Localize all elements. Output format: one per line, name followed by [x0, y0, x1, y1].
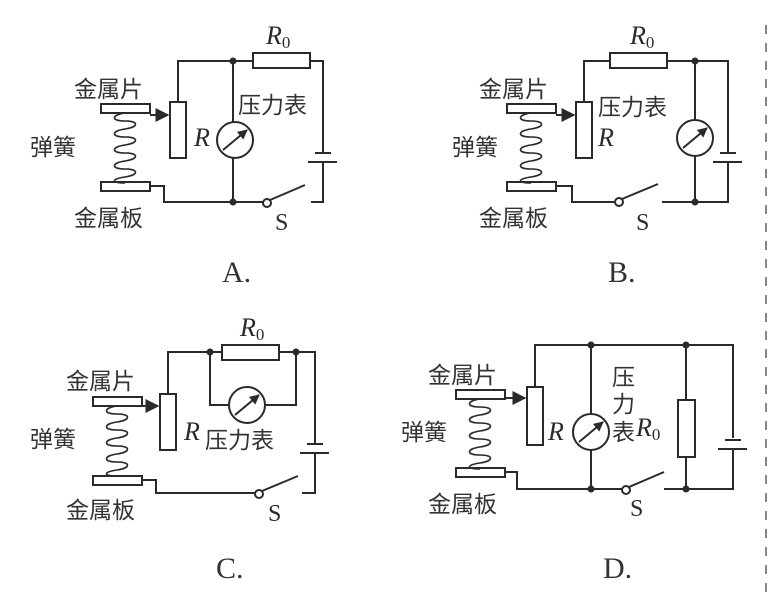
junction-dot: [587, 341, 595, 349]
resistor-r0: [221, 344, 280, 361]
svg-text:力: 力: [612, 392, 635, 418]
metal-plate: [506, 181, 557, 192]
resistor-r0: [609, 52, 668, 69]
circuit-option-a[interactable]: 金属片 弹簧 金属板 R0 R 压力表 S A.: [30, 21, 337, 289]
wire: [167, 351, 222, 394]
meter-needle-icon: [234, 394, 260, 416]
label-metal-plate: 金属板: [74, 206, 143, 232]
label-switch: S: [630, 496, 643, 522]
metal-sheet: [455, 389, 506, 400]
wire: [662, 162, 729, 203]
label-metal-plate: 金属板: [479, 206, 548, 232]
junction-dot: [229, 198, 237, 206]
spring-coil: [105, 405, 129, 477]
resistor-r0: [252, 52, 311, 69]
wire: [311, 162, 324, 203]
junction-dot: [587, 485, 595, 493]
label-metal-sheet: 金属片: [66, 369, 135, 395]
label-spring: 弹簧: [30, 427, 76, 453]
switch-blade[interactable]: [628, 471, 665, 488]
junction-dot: [206, 348, 214, 356]
metal-plate: [455, 467, 506, 478]
junction-dot: [682, 485, 690, 493]
wire: [302, 453, 316, 494]
switch-pivot: [262, 198, 272, 208]
rheostat-r: [169, 101, 187, 159]
label-r0: R0: [635, 413, 660, 444]
metal-sheet: [100, 103, 151, 114]
wire: [664, 449, 734, 490]
switch-blade[interactable]: [269, 184, 306, 201]
label-switch: S: [636, 210, 649, 236]
wire: [667, 60, 729, 152]
switch-pivot: [614, 197, 624, 207]
junction-dot: [682, 341, 690, 349]
switch-blade[interactable]: [261, 475, 299, 492]
rheostat-r: [526, 386, 544, 446]
wire: [142, 479, 255, 494]
option-label-c[interactable]: C.: [216, 552, 244, 585]
label-r0: R0: [265, 21, 290, 52]
wire: [556, 185, 614, 203]
label-spring: 弹簧: [452, 135, 498, 161]
resistor-r0: [677, 399, 696, 458]
label-pressure-meter: 压 力 表: [612, 365, 635, 446]
wire: [209, 352, 229, 406]
junction-dot: [691, 57, 699, 65]
label-r0: R0: [239, 313, 264, 344]
spring-coil: [519, 112, 543, 184]
label-pressure-meter: 压力表: [598, 95, 667, 121]
label-r: R: [597, 123, 614, 152]
rheostat-r: [159, 393, 177, 451]
label-metal-plate: 金属板: [428, 492, 497, 518]
spring-coil: [468, 398, 492, 470]
circuit-option-b[interactable]: 金属片 弹簧 金属板 R0 R 压力表 S B.: [452, 21, 742, 289]
rheostat-r: [575, 101, 593, 159]
label-spring: 弹簧: [401, 420, 447, 446]
junction-dot: [292, 348, 300, 356]
junction-dot: [691, 198, 699, 206]
wire: [177, 60, 253, 102]
label-metal-sheet: 金属片: [479, 77, 548, 103]
wire: [265, 352, 297, 406]
wire: [505, 471, 622, 490]
switch-pivot: [621, 485, 631, 495]
option-label-d[interactable]: D.: [603, 552, 632, 585]
label-switch: S: [275, 210, 288, 236]
wire: [279, 351, 316, 443]
label-spring: 弹簧: [30, 135, 76, 161]
meter-needle-icon: [578, 421, 604, 443]
wire: [583, 60, 610, 102]
metal-plate: [100, 181, 151, 192]
metal-sheet: [92, 396, 143, 407]
option-label-a[interactable]: A.: [222, 256, 251, 289]
label-pressure-meter: 压力表: [205, 428, 274, 454]
label-metal-sheet: 金属片: [428, 363, 497, 389]
metal-sheet: [506, 103, 557, 114]
label-r: R: [193, 123, 210, 152]
circuit-option-c[interactable]: 金属片 弹簧 金属板 R0 R 压力表 S C.: [30, 313, 329, 585]
switch-blade[interactable]: [621, 183, 659, 200]
label-pressure-meter: 压力表: [238, 93, 307, 119]
circuit-option-d[interactable]: 金属片 弹簧 金属板 R 压 力 表 R0 S: [401, 341, 747, 586]
switch-pivot: [254, 489, 264, 499]
spring-coil: [113, 112, 137, 184]
wire: [534, 344, 734, 438]
wire: [310, 60, 324, 152]
meter-needle-icon: [682, 127, 708, 149]
label-metal-sheet: 金属片: [74, 77, 143, 103]
metal-plate: [92, 475, 143, 486]
label-r: R: [547, 417, 564, 446]
label-r0: R0: [629, 21, 654, 52]
junction-dot: [229, 57, 237, 65]
label-switch: S: [268, 501, 281, 527]
label-r: R: [183, 417, 200, 446]
wire: [150, 185, 263, 203]
svg-text:表: 表: [612, 420, 635, 446]
svg-text:压: 压: [612, 365, 635, 391]
option-label-b[interactable]: B.: [608, 256, 636, 289]
label-metal-plate: 金属板: [66, 498, 135, 524]
meter-needle-icon: [222, 129, 248, 151]
